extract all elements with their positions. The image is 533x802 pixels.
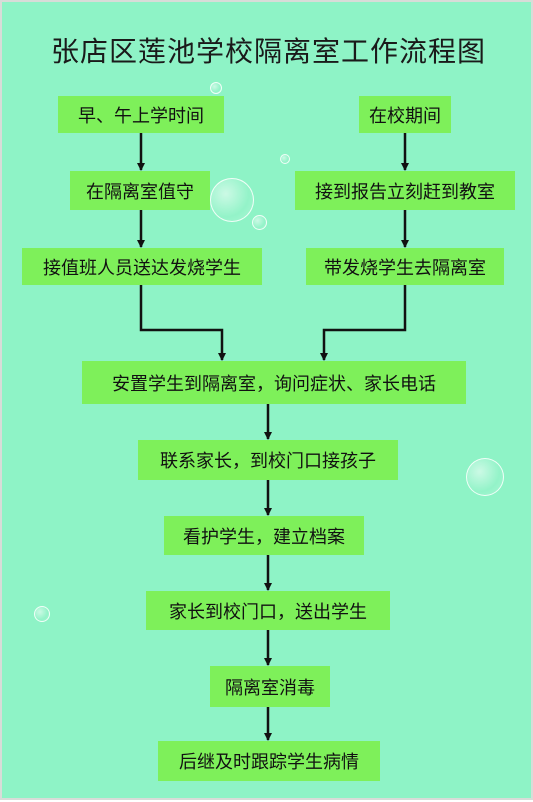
step-isolation-room-duty: 在隔离室值守 <box>70 171 210 210</box>
decorative-bubble <box>252 215 267 230</box>
decorative-bubble <box>280 154 290 164</box>
decorative-bubble <box>210 178 254 222</box>
step-receive-feverish-student: 接值班人员送达发烧学生 <box>22 248 262 285</box>
step-follow-up-illness: 后继及时跟踪学生病情 <box>158 741 380 781</box>
step-hand-over-student: 家长到校门口，送出学生 <box>146 591 390 630</box>
step-go-to-classroom: 接到报告立刻赶到教室 <box>295 171 515 210</box>
step-during-school: 在校期间 <box>359 96 451 133</box>
step-care-and-record: 看护学生，建立档案 <box>164 516 364 555</box>
step-school-arrival-time: 早、午上学时间 <box>58 96 224 133</box>
decorative-bubble <box>466 458 504 496</box>
step-settle-student: 安置学生到隔离室，询问症状、家长电话 <box>82 361 466 404</box>
step-disinfect-room: 隔离室消毒 <box>210 666 330 707</box>
step-contact-parents: 联系家长，到校门口接孩子 <box>138 440 398 480</box>
arrow-merge-right <box>320 285 407 361</box>
decorative-bubble <box>210 82 222 94</box>
page-title: 张店区莲池学校隔离室工作流程图 <box>50 35 486 68</box>
decorative-bubble <box>34 606 50 622</box>
arrow-merge-left <box>139 285 226 361</box>
step-escort-to-isolation-room: 带发烧学生去隔离室 <box>306 248 504 285</box>
